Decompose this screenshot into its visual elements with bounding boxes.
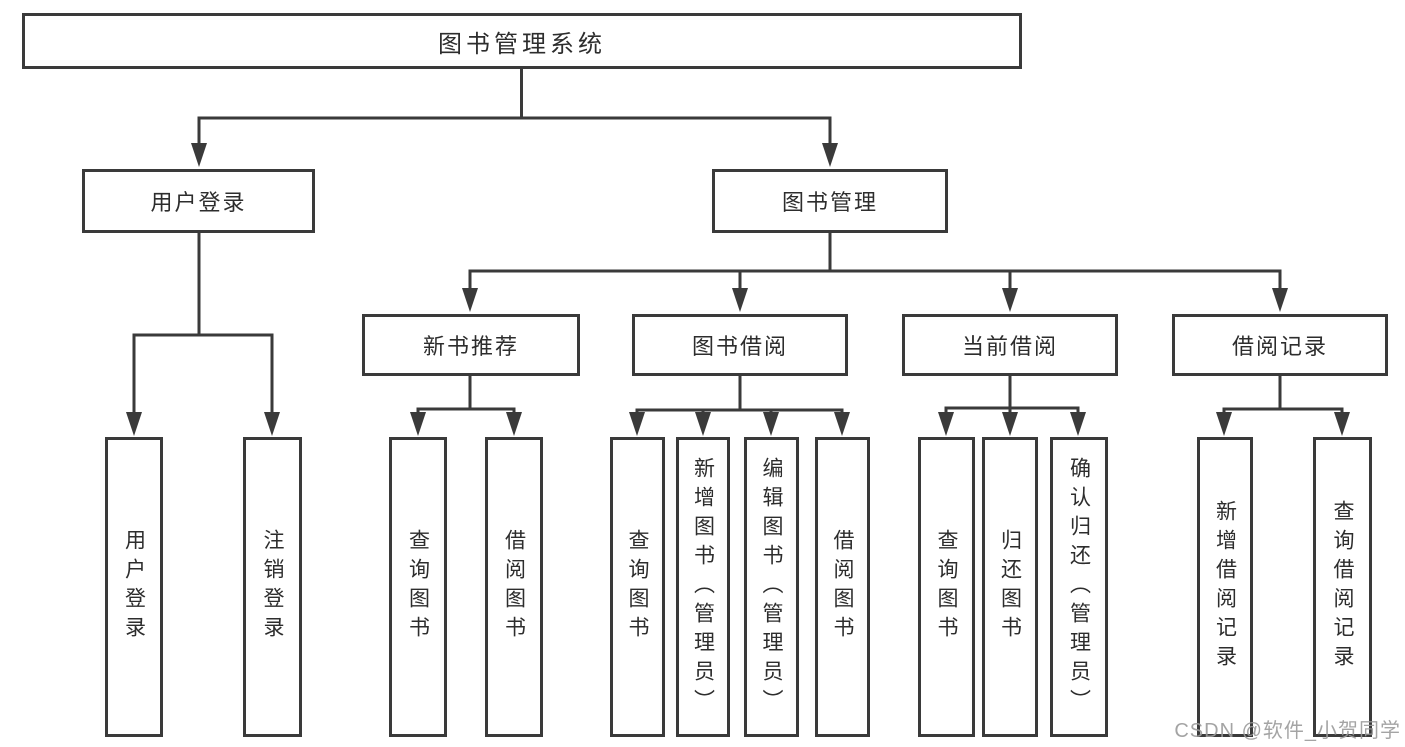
leaf-query-books-borrow: 查询图书 <box>610 437 665 737</box>
connector-user-login-children <box>132 231 274 416</box>
connector-root-to-level2 <box>197 67 832 147</box>
arrow-down-icon <box>695 412 711 436</box>
arrow-down-icon <box>1272 288 1288 312</box>
arrow-down-icon <box>462 288 478 312</box>
arrow-down-icon <box>410 412 426 436</box>
leaf-borrow-books-recommend: 借阅图书 <box>485 437 543 737</box>
arrow-down-icon <box>506 412 522 436</box>
node-current-borrowing: 当前借阅 <box>902 314 1118 376</box>
connector-borrow-records-children <box>1222 374 1344 416</box>
arrow-down-icon <box>629 412 645 436</box>
arrow-down-icon <box>1216 412 1232 436</box>
leaf-query-books-recommend: 查询图书 <box>389 437 447 737</box>
arrow-down-icon <box>834 412 850 436</box>
connector-current-borrow-children <box>944 374 1080 416</box>
arrow-down-icon <box>763 412 779 436</box>
node-user-login: 用户登录 <box>82 169 315 233</box>
leaf-user-login: 用户登录 <box>105 437 163 737</box>
leaf-query-books-current: 查询图书 <box>918 437 975 737</box>
arrow-down-icon <box>1070 412 1086 436</box>
arrow-down-icon <box>822 143 838 167</box>
arrow-down-icon <box>732 288 748 312</box>
leaf-query-borrow-record: 查询借阅记录 <box>1313 437 1372 737</box>
leaf-logout: 注销登录 <box>243 437 302 737</box>
connector-book-management-children <box>468 231 1282 292</box>
node-book-borrowing: 图书借阅 <box>632 314 848 376</box>
arrow-down-icon <box>1002 288 1018 312</box>
arrow-down-icon <box>126 412 142 436</box>
node-new-book-recommend: 新书推荐 <box>362 314 580 376</box>
leaf-borrow-books: 借阅图书 <box>815 437 870 737</box>
arrow-down-icon <box>938 412 954 436</box>
arrow-down-icon <box>1334 412 1350 436</box>
leaf-confirm-return-admin: 确认归还（管理员） <box>1050 437 1108 737</box>
node-book-management: 图书管理 <box>712 169 948 233</box>
arrow-down-icon <box>264 412 280 436</box>
connector-new-book-children <box>416 374 516 416</box>
arrow-down-icon <box>1002 412 1018 436</box>
leaf-add-books-admin: 新增图书（管理员） <box>676 437 730 737</box>
arrowheads <box>126 143 1350 436</box>
leaf-edit-books-admin: 编辑图书（管理员） <box>744 437 799 737</box>
node-library-management-system: 图书管理系统 <box>22 13 1022 69</box>
watermark: CSDN @软件_小贺同学 <box>1174 720 1401 742</box>
node-borrowing-records: 借阅记录 <box>1172 314 1388 376</box>
leaf-return-books: 归还图书 <box>982 437 1038 737</box>
leaf-add-borrow-record: 新增借阅记录 <box>1197 437 1253 737</box>
connector-book-borrow-children <box>635 374 844 416</box>
arrow-down-icon <box>191 143 207 167</box>
